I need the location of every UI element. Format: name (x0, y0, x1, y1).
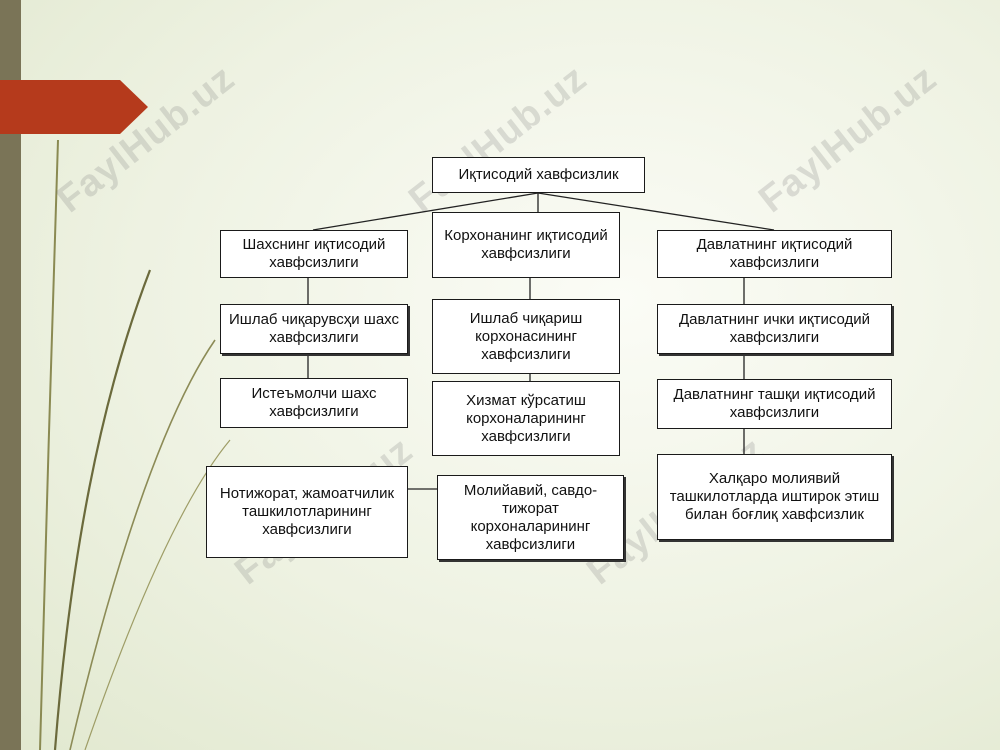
node-international-finance: Халқаро молиявий ташкилотларда иштирок э… (657, 454, 892, 540)
left-accent-bar (0, 0, 21, 750)
node-enterprise-security: Корхонанинг иқтисодий хавфсизлиги (432, 212, 620, 278)
node-state-external: Давлатнинг ташқи иқтисодий хавфсизлиги (657, 379, 892, 429)
node-state-internal: Давлатнинг ички иқтисодий хавфсизлиги (657, 304, 892, 354)
node-person-security: Шахснинг иқтисодий хавфсизлиги (220, 230, 408, 278)
root-node: Иқтисодий хавфсизлик (432, 157, 645, 193)
node-producer-person: Ишлаб чиқарувсҳи шахс хавфсизлиги (220, 304, 408, 354)
node-nonprofit: Нотижорат, жамоатчилик ташкилотларининг … (206, 466, 408, 558)
node-service-enterprise: Хизмат кўрсатиш корхоналарининг хавфсизл… (432, 381, 620, 456)
node-consumer-person: Истеъмолчи шахс хавфсизлиги (220, 378, 408, 428)
node-state-security: Давлатнинг иқтисодий хавфсизлиги (657, 230, 892, 278)
title-tab-shape (0, 80, 148, 134)
node-production-enterprise: Ишлаб чиқариш корхонасининг хавфсизлиги (432, 299, 620, 374)
node-financial-trade: Молийавий, савдо-тижорат корхоналарининг… (437, 475, 624, 560)
